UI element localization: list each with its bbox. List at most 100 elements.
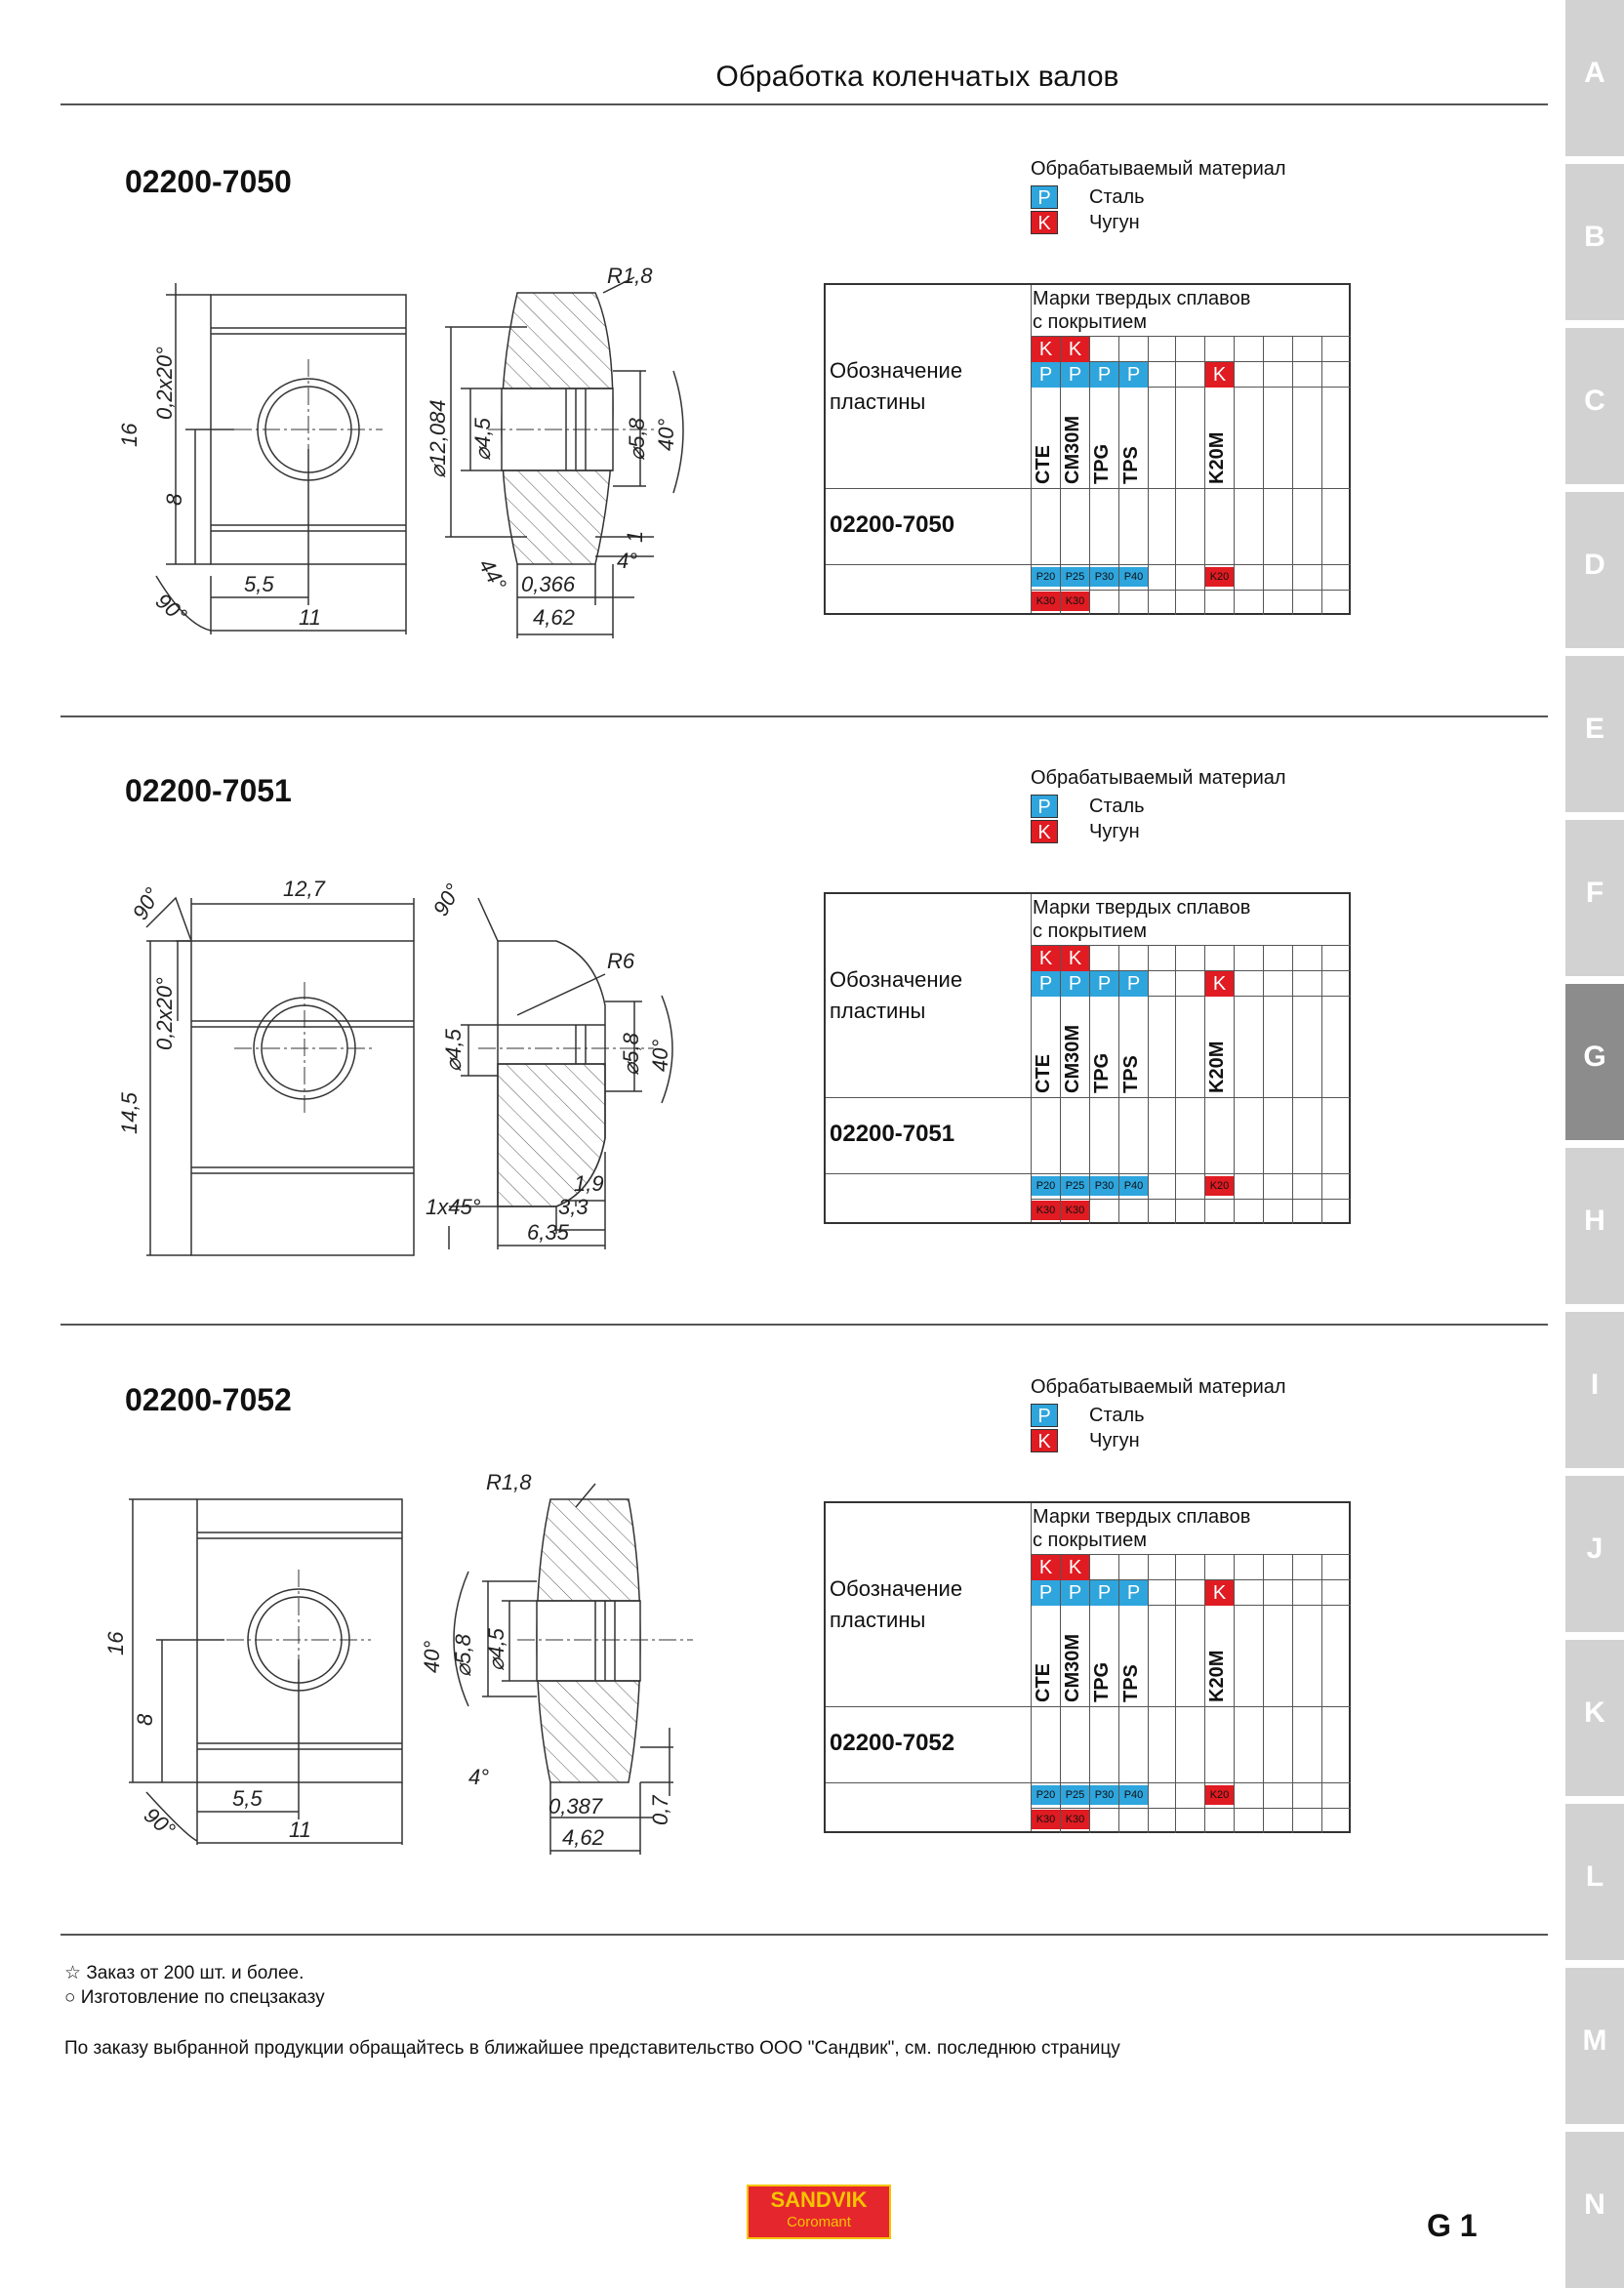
footnote-star: ☆ Заказ от 200 шт. и более. — [64, 1962, 304, 1984]
k-marker: K — [1032, 337, 1060, 362]
designation-label: Обозначение — [830, 967, 963, 992]
dim-label: 90° — [151, 589, 192, 629]
p-marker: P — [1032, 362, 1060, 388]
dim-label: 90° — [428, 879, 466, 919]
iso-k: K30 — [1061, 1201, 1089, 1220]
dim-label: 12,7 — [283, 877, 326, 901]
footnote-text: Изготовление по спецзаказу — [80, 1987, 325, 2008]
tab-l[interactable]: L — [1565, 1804, 1624, 1960]
dim-label: R1,8 — [607, 264, 653, 288]
tab-f[interactable]: F — [1565, 820, 1624, 976]
tab-k[interactable]: K — [1565, 1640, 1624, 1796]
tab-i[interactable]: I — [1565, 1312, 1624, 1468]
logo-subtext: Coromant — [749, 2214, 889, 2231]
divider — [61, 1324, 1548, 1326]
divider — [61, 715, 1548, 717]
dim-label: 8 — [133, 1713, 157, 1726]
grades-header: Марки твердых сплавов — [1033, 288, 1251, 309]
tab-j[interactable]: J — [1565, 1476, 1624, 1632]
material-code: K — [1031, 820, 1058, 843]
dim-label: 40° — [654, 419, 678, 451]
divider — [61, 1934, 1548, 1936]
dim-label: 3,3 — [558, 1195, 589, 1219]
grade-name: TPG — [1091, 443, 1113, 484]
insert-drawing: R1,8 16 8 5,5 11 90° 40° ⌀5,8 ⌀4,5 4° 0,… — [107, 1470, 693, 1855]
material-code: P — [1031, 185, 1058, 209]
dim-label: 4,62 — [562, 1825, 604, 1850]
iso-k: K30 — [1061, 592, 1089, 611]
tab-m[interactable]: M — [1565, 1968, 1624, 2124]
material-name: Сталь — [1089, 1404, 1145, 1426]
insert-code: 02200-7052 — [125, 1382, 292, 1417]
insert-drawing: R1,8 0,2x20° 16 8 5,5 11 90° ⌀12,084 ⌀4,… — [117, 264, 684, 638]
designation-label: Обозначение — [830, 1576, 963, 1601]
iso-p: P40 — [1119, 567, 1148, 587]
dim-label: 0,387 — [548, 1794, 603, 1818]
p-marker: P — [1090, 1580, 1118, 1606]
grade-name: K20M — [1206, 431, 1228, 484]
tab-a[interactable]: A — [1565, 0, 1624, 156]
grade-name: CTE — [1033, 1054, 1054, 1093]
grade-name: K20M — [1206, 1650, 1228, 1702]
dim-label: 16 — [117, 423, 142, 447]
grades-header: Марки твердых сплавов — [1033, 1506, 1251, 1528]
p-marker: P — [1119, 971, 1148, 997]
material-name: Чугун — [1089, 1429, 1140, 1451]
dim-label: 0,366 — [521, 572, 576, 596]
k-marker: K — [1205, 362, 1234, 388]
tab-h[interactable]: H — [1565, 1148, 1624, 1304]
material-name: Сталь — [1089, 795, 1145, 817]
p-marker: P — [1032, 1580, 1060, 1606]
dim-label: 1,9 — [574, 1171, 604, 1196]
grades-header: с покрытием — [1033, 1530, 1147, 1551]
material-header: Обрабатываемый материал — [1031, 767, 1286, 789]
material-name: Сталь — [1089, 185, 1145, 208]
iso-p: P25 — [1061, 1176, 1089, 1196]
iso-k: K20 — [1205, 567, 1234, 587]
circle-icon: ○ — [64, 1987, 76, 2008]
dim-label: 4° — [468, 1765, 489, 1789]
dim-label: 5,5 — [244, 572, 274, 596]
material-code: K — [1031, 211, 1058, 234]
tab-e[interactable]: E — [1565, 656, 1624, 812]
grade-name: TPG — [1091, 1052, 1113, 1093]
insert-code: 02200-7050 — [125, 164, 292, 199]
tab-c[interactable]: C — [1565, 328, 1624, 484]
grade-name: CTE — [1033, 445, 1054, 484]
divider — [61, 103, 1548, 105]
insert-code: 02200-7051 — [125, 773, 292, 808]
tab-b[interactable]: B — [1565, 164, 1624, 320]
grade-name: CM30M — [1062, 415, 1083, 484]
dim-label: 11 — [289, 1818, 311, 1842]
dim-label: 44° — [474, 554, 511, 594]
dim-label: 40° — [648, 1040, 672, 1072]
iso-k: K30 — [1061, 1810, 1089, 1829]
logo-text: SANDVIK — [770, 2187, 868, 2212]
row-code: 02200-7051 — [830, 1121, 955, 1147]
tab-n[interactable]: N — [1565, 2132, 1624, 2288]
tab-d[interactable]: D — [1565, 492, 1624, 648]
insert-drawing: 12,7 90° 0,2x20° 14,5 90° R6 ⌀4,5 ⌀5,8 4… — [117, 877, 673, 1256]
designation-label: пластины — [830, 389, 926, 414]
tab-g[interactable]: G — [1565, 984, 1624, 1140]
material-code: P — [1031, 1404, 1058, 1427]
dim-label: 14,5 — [117, 1091, 142, 1134]
dim-label: 4° — [617, 549, 637, 573]
sandvik-logo: SANDVIK Coromant — [747, 2185, 891, 2239]
dim-label: 5,5 — [232, 1786, 263, 1811]
grades-header: с покрытием — [1033, 311, 1147, 333]
p-marker: P — [1032, 971, 1060, 997]
footnote-text: Заказ от 200 шт. и более. — [86, 1963, 304, 1983]
material-name: Чугун — [1089, 820, 1140, 842]
iso-p: P40 — [1119, 1176, 1148, 1196]
grades-header: Марки твердых сплавов — [1033, 897, 1251, 919]
dim-label: 16 — [107, 1631, 128, 1655]
dim-label: R6 — [607, 949, 635, 973]
dim-label: ⌀4,5 — [441, 1028, 466, 1072]
dim-label: 1x45° — [426, 1195, 481, 1219]
iso-k: K30 — [1032, 1810, 1060, 1829]
